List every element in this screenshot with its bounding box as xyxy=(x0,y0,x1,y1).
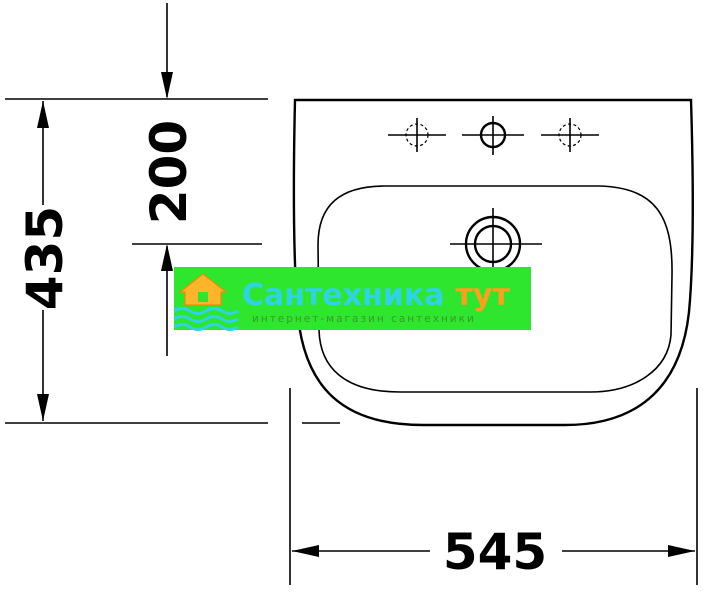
depth-arrow-top xyxy=(37,101,49,128)
watermark-tagline: интернет-магазин сантехники xyxy=(252,313,476,325)
width-label: 545 xyxy=(443,523,547,581)
tap-hole-label: 200 xyxy=(140,120,198,224)
basin-outer-outline xyxy=(292,98,694,427)
width-dimension: 545 xyxy=(292,523,695,581)
optional-tap-hole-left xyxy=(388,118,446,152)
depth-label-bg xyxy=(18,205,68,310)
width-arrow-left xyxy=(292,545,319,557)
watermark-brand-accent: тут xyxy=(456,278,511,313)
tap-holes xyxy=(388,116,599,155)
depth-arrow-bottom xyxy=(37,394,49,421)
tap-dimension-arrow-bottom xyxy=(161,244,173,271)
depth-dimension: 435 xyxy=(16,101,74,421)
extension-lines xyxy=(5,98,698,585)
width-arrow-right xyxy=(668,545,695,557)
basin-inner-bowl xyxy=(317,185,673,393)
depth-label: 435 xyxy=(16,206,74,310)
watermark-brand: Сантехника тут xyxy=(242,278,510,313)
watermark-banner: Сантехника тут интернет-магазин сантехни… xyxy=(173,267,531,331)
optional-tap-hole-right xyxy=(541,118,599,152)
house-logo-icon xyxy=(173,273,239,331)
tap-dimension-arrow-top xyxy=(161,72,173,99)
watermark-brand-main: Сантехника xyxy=(242,278,444,313)
tap-hole-dimension: 200 xyxy=(140,3,198,356)
center-tap-hole xyxy=(462,116,524,155)
